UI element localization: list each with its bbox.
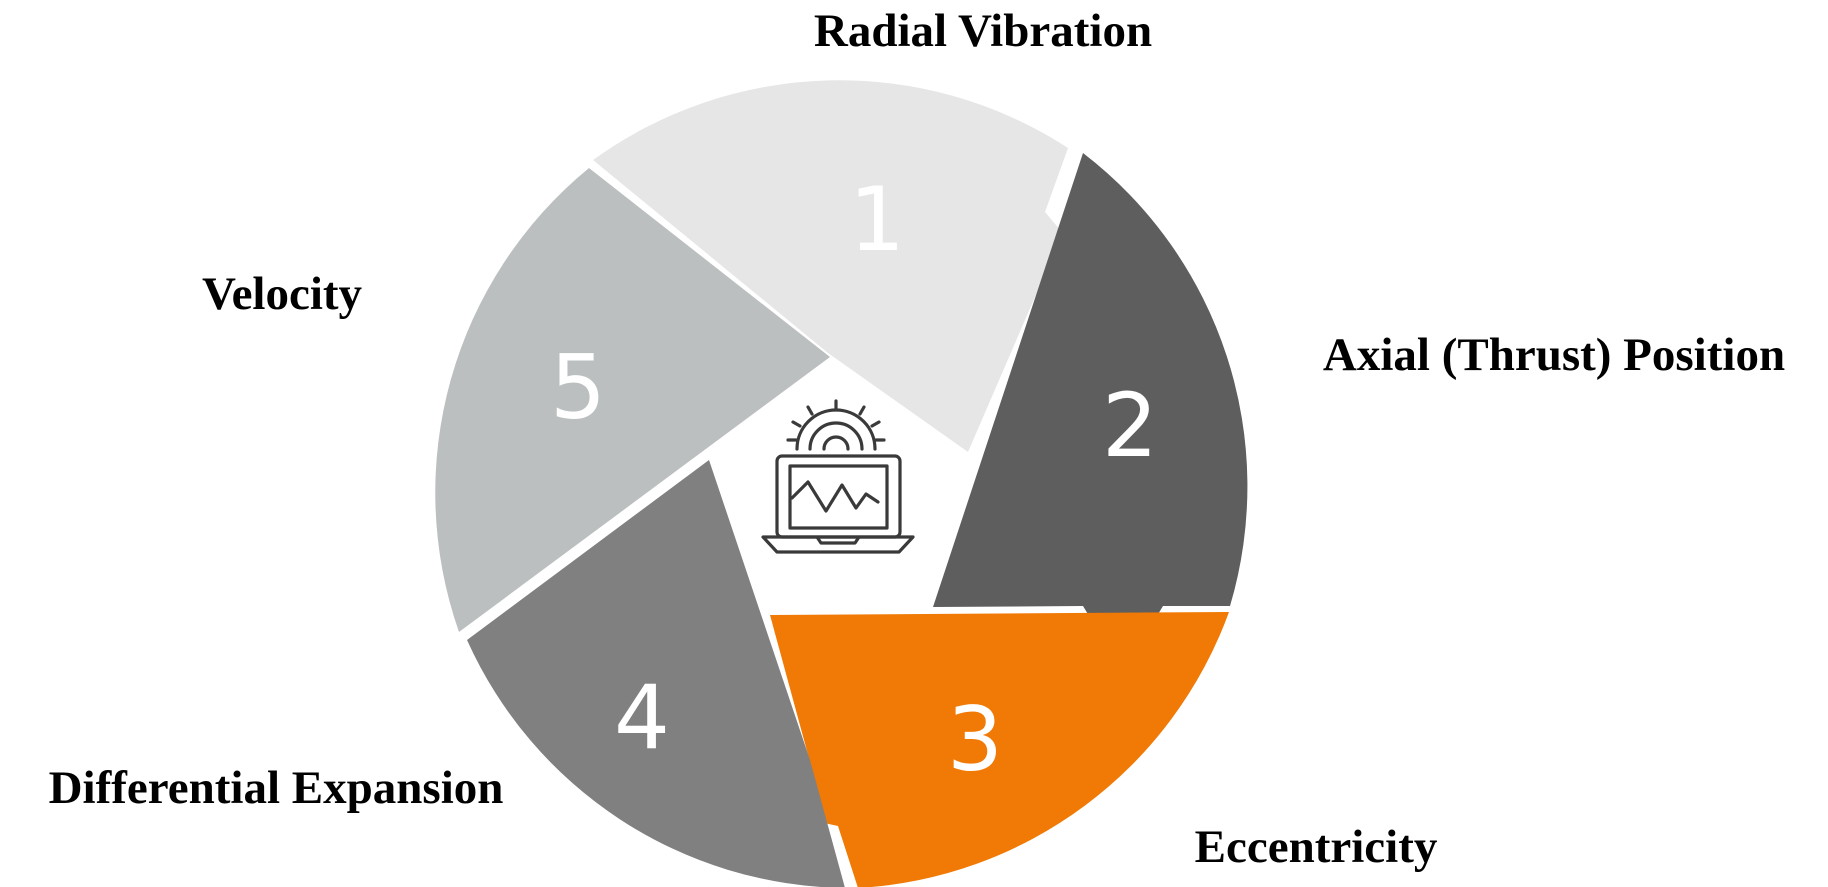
segment-4-differential-expansion: 4	[467, 460, 845, 887]
segment-2-number: 2	[1102, 374, 1158, 477]
segment-4-number: 4	[614, 666, 670, 769]
segment-5-number: 5	[550, 336, 606, 439]
label-differential-expansion: Differential Expansion	[49, 762, 504, 814]
label-radial-vibration: Radial Vibration	[814, 5, 1152, 57]
segment-1-shape	[593, 80, 1099, 452]
label-velocity: Velocity	[202, 268, 363, 320]
label-axial-thrust-position: Axial (Thrust) Position	[1323, 329, 1785, 381]
segment-3-shape	[764, 612, 1229, 887]
laptop-monitoring-icon	[761, 399, 915, 554]
segment-5-velocity: 5	[435, 168, 830, 632]
segment-3-number: 3	[947, 688, 1003, 791]
segment-3-eccentricity: 3	[764, 612, 1229, 887]
gear-icon	[795, 408, 877, 451]
segment-2-shape	[933, 153, 1248, 672]
segment-1-number: 1	[849, 168, 905, 271]
segment-1-radial-vibration: 1	[593, 80, 1099, 452]
segment-4-shape	[467, 460, 845, 887]
label-eccentricity: Eccentricity	[1195, 821, 1438, 873]
segment-5-shape	[435, 168, 830, 632]
segment-2-axial-position: 2	[933, 153, 1248, 672]
